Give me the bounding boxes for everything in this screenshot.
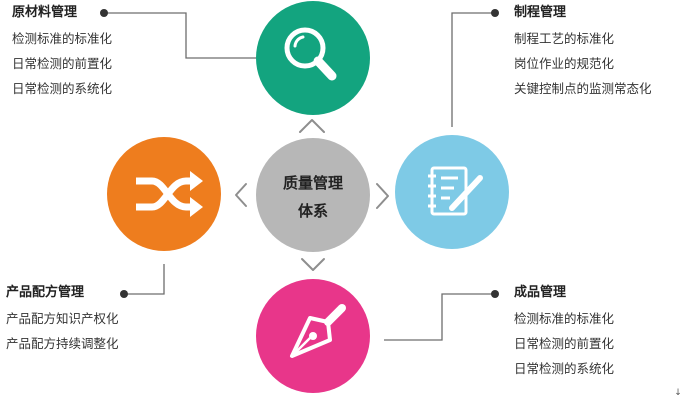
formula-text: 产品配方管理 产品配方知识产权化 产品配方持续调整化 (6, 285, 119, 356)
scroll-down-icon: ↓ (674, 388, 682, 398)
chevron-left-icon (235, 183, 247, 207)
formula-item: 产品配方知识产权化 (6, 311, 119, 326)
chevron-down-icon (301, 258, 325, 271)
notepad-pen-icon (428, 166, 483, 216)
search-icon (284, 27, 337, 81)
formula-item: 产品配方持续调整化 (6, 336, 119, 351)
finished-title: 成品管理 (514, 285, 567, 300)
connector-dots (100, 9, 499, 298)
node-raw-material (256, 1, 370, 115)
shuffle-icon (136, 171, 203, 217)
finished-item: 日常检测的前置化 (514, 336, 615, 351)
formula-title: 产品配方管理 (6, 285, 85, 300)
connector-formula (124, 264, 165, 295)
center-node: 质量管理 体系 (256, 138, 370, 252)
connector-finished (384, 293, 495, 341)
center-label-line2: 体系 (298, 202, 328, 220)
finished-item: 检测标准的标准化 (514, 311, 615, 326)
finished-text: 成品管理 检测标准的标准化 日常检测的前置化 日常检测的系统化 (514, 285, 614, 381)
dot-process (491, 9, 499, 17)
process-text: 制程管理 制程工艺的标准化 岗位作业的规范化 关键控制点的监测常态化 (514, 5, 652, 101)
connector-process (451, 12, 495, 127)
node-finished (256, 279, 370, 393)
dot-formula (120, 290, 128, 298)
center-label-line1: 质量管理 (283, 174, 343, 192)
dot-finished (491, 290, 499, 298)
raw-material-item: 日常检测的前置化 (12, 56, 113, 71)
process-item: 关键控制点的监测常态化 (514, 81, 652, 96)
dot-raw-material (100, 9, 108, 17)
raw-material-item: 检测标准的标准化 (12, 31, 113, 46)
raw-material-item: 日常检测的系统化 (12, 81, 113, 96)
node-formula (107, 137, 221, 251)
process-item: 岗位作业的规范化 (514, 56, 615, 71)
fountain-pen-icon (290, 304, 346, 358)
connector-lines (104, 12, 495, 341)
connector-raw-material (104, 12, 256, 59)
process-title: 制程管理 (514, 5, 567, 20)
chevron-right-icon (376, 183, 389, 209)
chevrons (235, 119, 389, 271)
process-circle (395, 135, 509, 249)
raw-material-circle (256, 1, 370, 115)
process-item: 制程工艺的标准化 (514, 31, 615, 46)
node-process (395, 135, 509, 249)
finished-item: 日常检测的系统化 (514, 361, 615, 376)
chevron-up-icon (299, 119, 325, 133)
raw-material-text: 原材料管理 检测标准的标准化 日常检测的前置化 日常检测的系统化 (12, 5, 112, 101)
center-circle (256, 138, 370, 252)
raw-material-title: 原材料管理 (12, 5, 78, 20)
